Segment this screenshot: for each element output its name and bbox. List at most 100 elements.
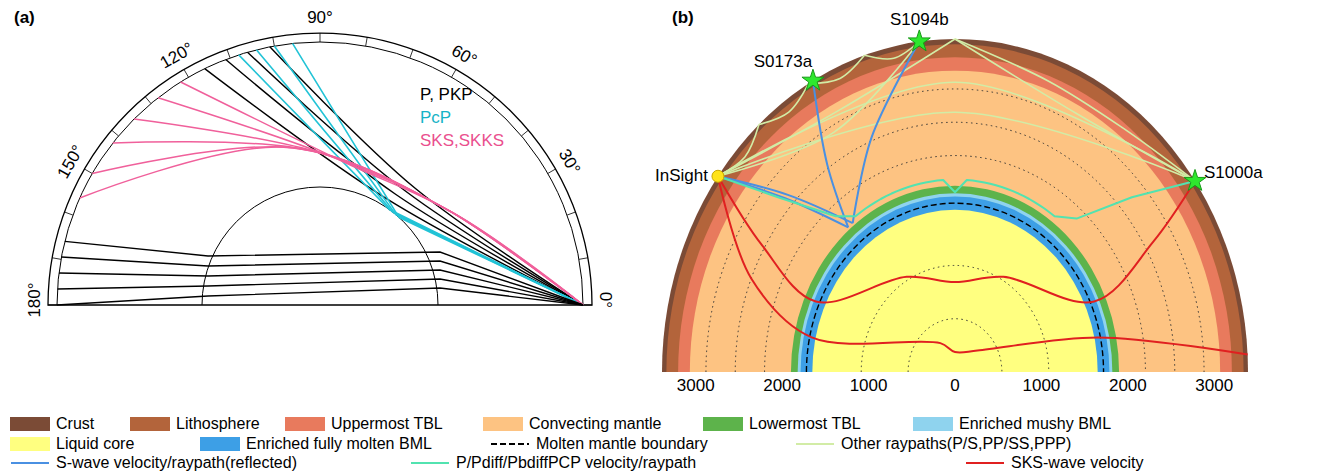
legend-swatch: [130, 417, 170, 431]
legend-line: [411, 462, 449, 464]
mars-layer: [662, 39, 1248, 372]
legend-swatch: [913, 417, 953, 431]
legend-item: SKS-wave velocity: [965, 454, 1144, 472]
legend-line: [796, 443, 834, 445]
panel-a-art: [48, 33, 592, 305]
angle-tick: [579, 258, 588, 260]
sks-ray: [718, 176, 1195, 302]
insight-marker: [712, 170, 724, 182]
legend-swatch: [10, 417, 50, 431]
legend-item: S-wave velocity/raypath(reflected): [10, 454, 297, 472]
legend-line-sample: [410, 456, 450, 470]
outer-circle: [48, 33, 592, 305]
axis-tick-label: 2000: [1109, 376, 1147, 396]
angle-tick: [452, 69, 457, 77]
legend-text: Lowermost TBL: [749, 415, 861, 433]
event-star: [802, 69, 824, 90]
other-raypath: [718, 125, 759, 177]
pcp-ray: [293, 43, 583, 305]
angle-tick: [567, 212, 575, 215]
panel-letter: (a): [14, 8, 35, 28]
angle-tick: [548, 169, 556, 174]
angle-label: 0°: [595, 292, 615, 308]
legend-text: Lithosphere: [176, 415, 260, 433]
legend-item: Uppermost TBL: [285, 415, 443, 433]
event-star: [908, 30, 930, 51]
angle-tick: [52, 258, 61, 260]
legend-item: Convecting mantle: [483, 415, 662, 433]
angle-tick: [112, 130, 119, 136]
station-label: S1094b: [890, 10, 949, 30]
mars-layer: [812, 210, 1097, 372]
sks-ray: [92, 147, 583, 305]
core-circle: [202, 187, 438, 305]
legend-item: Other raypaths(P/S,PP/SS,PPP): [795, 435, 1071, 453]
legend-line: [11, 462, 49, 464]
station-label: InSight: [655, 166, 708, 186]
axis-tick-label: 0: [950, 376, 959, 396]
axis-tick-label: 3000: [677, 376, 715, 396]
legend-item: P/Pdiff/PbdiffPCP velocity/raypath: [410, 454, 696, 472]
legend-text: Enriched fully molten BML: [246, 435, 432, 453]
legend-swatch: [703, 417, 743, 431]
legend-text: Molten mantle boundary: [536, 435, 708, 453]
angle-label: 90°: [307, 8, 333, 28]
axis-tick-label: 1000: [1023, 376, 1061, 396]
legend-text: P/Pdiff/PbdiffPCP velocity/raypath: [456, 454, 696, 472]
mars-layer: [678, 57, 1232, 372]
pkp-ray: [57, 288, 583, 305]
pcp-ray: [274, 46, 583, 305]
angle-tick: [489, 97, 495, 104]
angle-tick: [583, 305, 592, 306]
p-ray: [270, 47, 583, 305]
other-raypath: [718, 39, 955, 176]
mars-layer: [690, 71, 1220, 372]
phase-label: P, PKP: [420, 85, 473, 105]
phase-label: SKS,SKKS: [420, 131, 504, 151]
legend-item: Crust: [10, 415, 94, 433]
legend-line-sample: [10, 456, 50, 470]
legend-item: Liquid core: [10, 435, 134, 453]
p-ray: [205, 69, 583, 305]
legend-text: Other raypaths(P/S,PP/SS,PPP): [841, 435, 1071, 453]
legend-text: Liquid core: [56, 435, 134, 453]
angle-tick: [64, 212, 72, 215]
angle-tick: [521, 130, 528, 136]
station-label: S0173a: [754, 52, 813, 72]
pkp-ray: [57, 279, 583, 305]
legend-item: Molten mantle boundary: [490, 435, 708, 453]
angle-label: 120°: [156, 39, 196, 74]
legend-item: Lithosphere: [130, 415, 260, 433]
event-star: [1184, 169, 1206, 190]
legend-text: Crust: [56, 415, 94, 433]
depth-circle: [908, 319, 1002, 372]
angle-tick: [320, 33, 321, 42]
surface-circle: [57, 42, 583, 305]
phase-label: PcP: [420, 108, 451, 128]
sks-ray: [134, 119, 583, 305]
station-label: S1000a: [1204, 163, 1263, 183]
other-raypath: [955, 39, 1195, 181]
legend-swatch: [10, 437, 50, 451]
angle-label: 180°: [25, 282, 45, 317]
legend-item: Enriched mushy BML: [913, 415, 1111, 433]
angle-tick: [410, 49, 413, 57]
legend-swatch: [285, 417, 325, 431]
sks-ray: [158, 98, 583, 305]
angle-tick: [48, 305, 57, 306]
mars-layer: [666, 44, 1243, 372]
legend-text: S-wave velocity/raypath(reflected): [56, 454, 297, 472]
axis-tick-label: 3000: [1195, 376, 1233, 396]
legend-item: Lowermost TBL: [703, 415, 861, 433]
s-reflected-ray: [813, 81, 848, 228]
legend-text: Enriched mushy BML: [959, 415, 1111, 433]
angle-tick: [184, 69, 189, 77]
other-raypath: [759, 84, 809, 125]
other-raypath: [718, 112, 1195, 181]
panel-letter: (b): [672, 8, 694, 28]
sks-ray: [113, 142, 583, 305]
legend-swatch: [483, 417, 523, 431]
pkp-ray: [61, 257, 583, 305]
axis-tick-label: 1000: [850, 376, 888, 396]
